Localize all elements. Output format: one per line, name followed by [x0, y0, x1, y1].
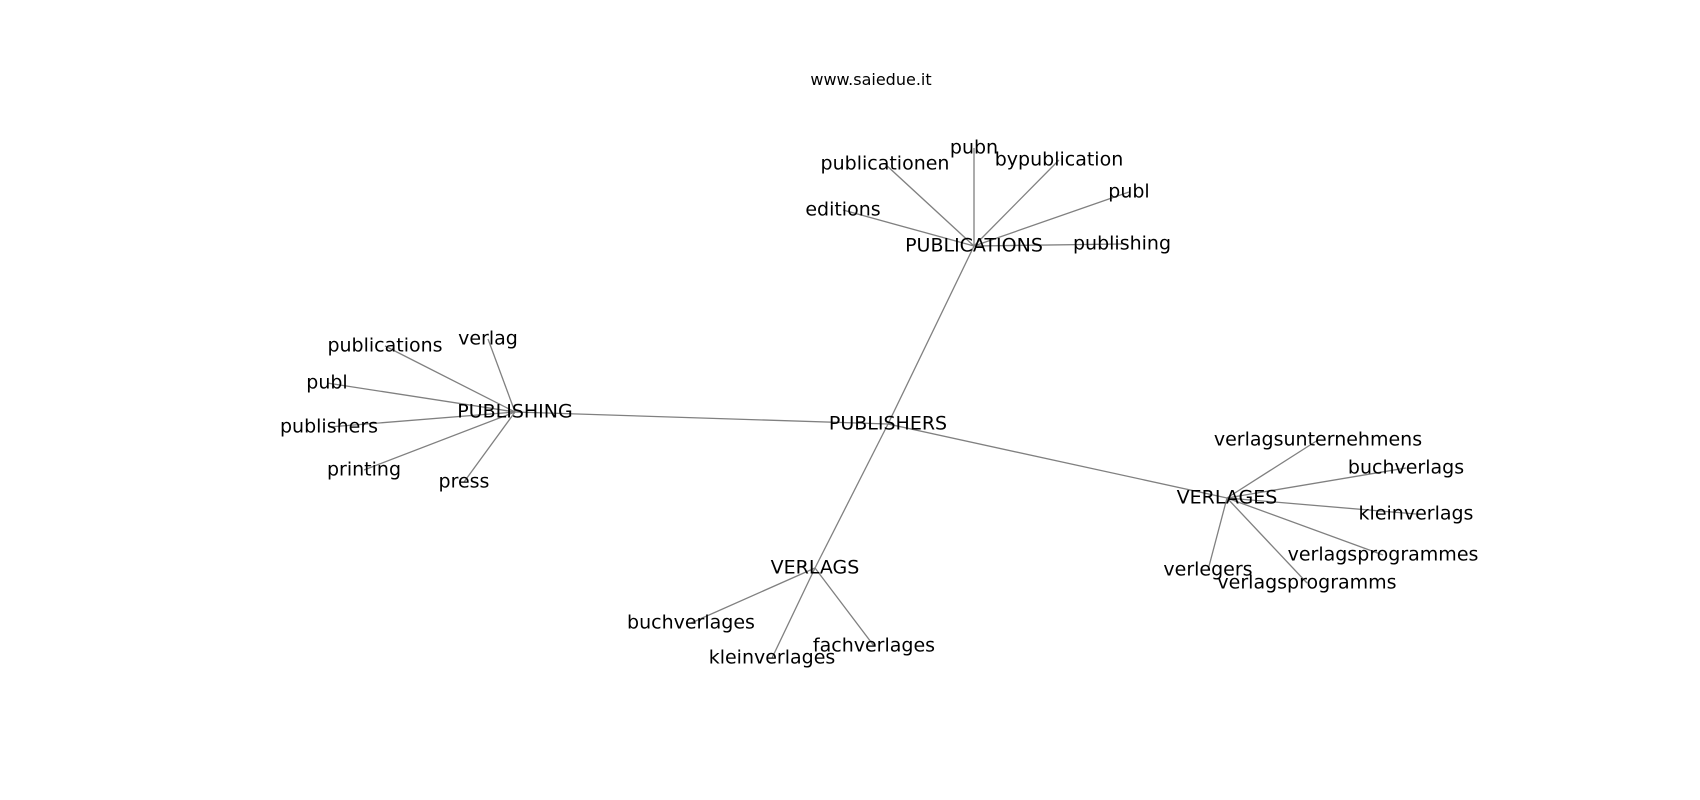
node-label-verlags: VERLAGS: [771, 557, 860, 579]
edge-verlags-to-buchverlages: [690, 567, 816, 624]
node-label-fachverlages: fachverlages: [813, 635, 935, 657]
node-label-layer: PUBLISHERS PUBLICATIONS PUBLISHING VERLAGES…: [280, 137, 1478, 669]
node-label-verlagsunternehmens: verlagsunternehmens: [1214, 429, 1422, 451]
node-label-press: press: [439, 471, 490, 493]
edge-verlags-to-fachverlages: [814, 567, 875, 647]
node-label-pubn: pubn: [950, 137, 998, 159]
edge-verlages-to-verlagsprogrammes: [1226, 497, 1384, 556]
edge-publishers-to-publishing: [514, 411, 889, 425]
edge-publishing-to-verlag: [487, 338, 516, 413]
node-label-editions: editions: [805, 199, 880, 221]
node-label-publicationen: publicationen: [821, 153, 950, 175]
node-label-verlagsprogrammes: verlagsprogrammes: [1288, 544, 1479, 566]
edge-publishers-to-verlages: [887, 423, 1228, 499]
node-label-printing: printing: [327, 459, 401, 481]
edge-verlags-to-kleinverlages: [771, 567, 816, 659]
edge-publishing-to-publications-leaf: [384, 345, 516, 413]
edge-publications-to-bypublication: [973, 159, 1060, 247]
edge-layer: [326, 148, 1417, 659]
edge-publishers-to-verlags: [814, 423, 889, 569]
edge-publications-to-editions: [842, 209, 975, 247]
edge-publications-to-publicationen: [884, 163, 975, 247]
node-label-publ-1: publ: [1108, 181, 1149, 203]
node-label-publications-leaf: publications: [327, 335, 442, 357]
node-label-verlag: verlag: [458, 328, 518, 350]
node-label-buchverlags: buchverlags: [1348, 457, 1464, 479]
edge-verlages-to-kleinverlags: [1226, 497, 1417, 515]
node-label-bypublication: bypublication: [995, 149, 1124, 171]
edge-publishing-to-publ-2: [326, 382, 516, 413]
node-label-publ-2: publ: [306, 372, 347, 394]
node-label-verlages: VERLAGES: [1177, 487, 1278, 509]
edge-publishing-to-printing: [363, 411, 516, 471]
edge-publications-to-publishing-leaf: [973, 243, 1123, 247]
edge-verlages-to-buchverlags: [1226, 467, 1407, 499]
node-label-verlegers: verlegers: [1163, 559, 1252, 581]
node-label-kleinverlages: kleinverlages: [709, 647, 836, 669]
node-label-publishers-leaf: publishers: [280, 416, 378, 438]
edge-publishers-to-publications: [887, 245, 975, 425]
edge-publications-to-publ-1: [973, 191, 1130, 247]
node-label-kleinverlags: kleinverlags: [1359, 503, 1474, 525]
edge-publishing-to-press: [463, 411, 516, 483]
edge-verlages-to-verlagsunternehmens: [1226, 439, 1319, 499]
node-label-publications: PUBLICATIONS: [905, 235, 1043, 257]
node-label-publishers: PUBLISHERS: [829, 413, 947, 435]
site-url-label: www.saiedue.it: [810, 70, 932, 89]
edge-verlages-to-verlagsprogramms: [1226, 497, 1308, 584]
node-label-publishing: PUBLISHING: [457, 401, 572, 423]
edge-verlages-to-verlegers: [1207, 497, 1228, 571]
node-label-buchverlages: buchverlages: [627, 612, 755, 634]
edge-publishing-to-publishers-leaf: [328, 411, 516, 428]
node-label-publishing-leaf: publishing: [1073, 233, 1171, 255]
node-label-verlagsprogramms: verlagsprogramms: [1217, 572, 1396, 594]
